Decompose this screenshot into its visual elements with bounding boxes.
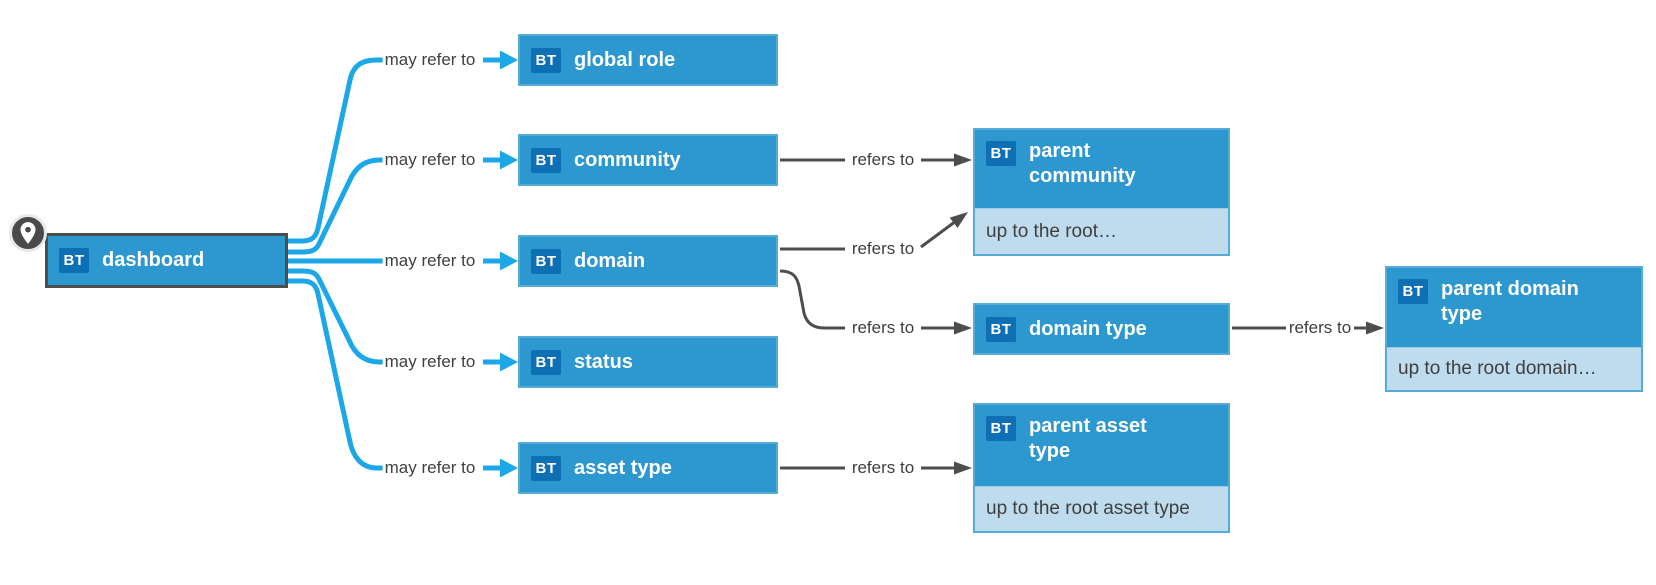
edge-label-may-refer-to-global-role: may refer to [382,49,478,71]
node-head: BT parent asset type [975,405,1228,486]
node-label: community [574,148,681,171]
edge-domain-domain-type [779,269,845,330]
node-label: dashboard [102,249,205,271]
business-term-badge-icon: BT [531,349,561,375]
edge-label-may-refer-to-status: may refer to [382,351,478,373]
business-term-badge-icon: BT [59,248,89,273]
edge-dashboard-asset-type [288,278,384,471]
business-term-badge-icon: BT [531,47,561,73]
node-global-role[interactable]: BT global role [518,34,778,86]
arrowhead-into-global-role [500,50,518,70]
edge-label-may-refer-to-community: may refer to [382,149,478,171]
edge-label-refers-to-parent-community: refers to [849,149,917,171]
node-domain[interactable]: BT domain [518,235,778,287]
edge-dashboard-status [288,268,384,365]
business-term-badge-icon: BT [1398,279,1428,304]
node-parent-domain-type[interactable]: BT parent domain type up to the root dom… [1385,266,1643,392]
edge-dashboard-global-role [288,57,384,244]
node-label: global role [574,48,676,71]
edge-label-refers-to-parent-community-from-domain: refers to [849,238,917,260]
node-status[interactable]: BT status [518,336,778,388]
business-term-badge-icon: BT [531,455,561,481]
node-dashboard[interactable]: BT dashboard [45,233,288,288]
edge-dashboard-community [288,157,384,255]
node-label: status [574,350,633,373]
business-term-badge-icon: BT [531,147,561,173]
node-parent-community[interactable]: BT parent community up to the root… [973,128,1230,256]
edge-label-refers-to-domain-type: refers to [849,317,917,339]
node-label: parent domain type [1441,278,1579,325]
edge-label-may-refer-to-asset-type: may refer to [382,457,478,479]
business-term-badge-icon: BT [986,316,1016,342]
node-head: BT parent domain type [1387,268,1641,347]
edge-label-refers-to-parent-asset-type: refers to [849,457,917,479]
node-label: parent community [1029,140,1136,187]
node-note: up to the root… [975,208,1228,254]
arrowhead-into-parent-community [954,153,972,167]
node-label: domain type [1029,317,1147,340]
node-label: parent asset type [1029,415,1147,462]
edge-label-may-refer-to-domain: may refer to [382,250,478,272]
arrowhead-into-parent-community-diagonal [949,212,968,229]
location-pin-icon [9,214,47,252]
arrowhead-into-status [500,352,518,372]
node-note: up to the root domain… [1387,347,1641,390]
node-domain-type[interactable]: BT domain type [973,303,1230,355]
node-note: up to the root asset type [975,486,1228,531]
business-term-badge-icon: BT [986,416,1016,441]
arrowhead-into-domain [500,251,518,271]
arrowhead-into-domain-type [954,321,972,335]
business-term-badge-icon: BT [986,141,1016,166]
arrowhead-into-asset-type [500,458,518,478]
node-asset-type[interactable]: BT asset type [518,442,778,494]
business-term-badge-icon: BT [531,248,561,274]
arrowhead-into-community [500,150,518,170]
node-community[interactable]: BT community [518,134,778,186]
edge-domain-parent-community-2 [920,219,957,249]
node-parent-asset-type[interactable]: BT parent asset type up to the root asse… [973,403,1230,533]
arrowhead-into-parent-asset-type [954,461,972,475]
edge-label-refers-to-parent-domain-type: refers to [1286,317,1354,339]
node-head: BT parent community [975,130,1228,208]
arrowhead-into-parent-domain-type [1366,321,1384,335]
node-label: asset type [574,456,672,479]
node-label: domain [574,249,646,272]
